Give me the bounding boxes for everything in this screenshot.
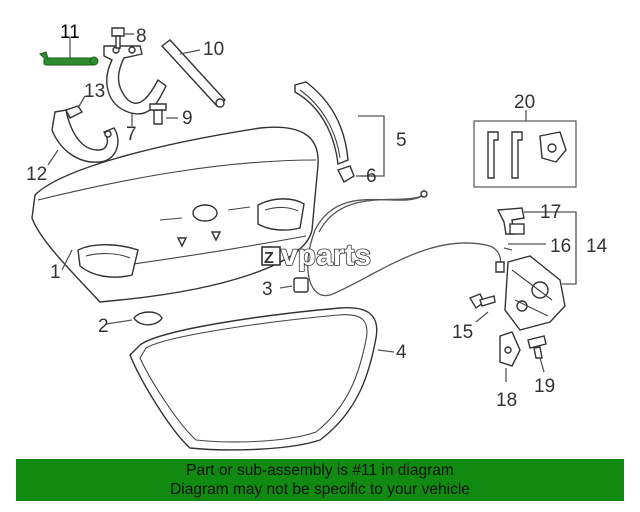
callout-3: 3 — [262, 279, 273, 300]
striker-18 — [499, 331, 521, 367]
banner-line-1: Part or sub-assembly is #11 in diagram — [186, 462, 454, 479]
trim-5 — [294, 81, 349, 165]
callout-17: 17 — [540, 202, 561, 223]
callout-15: 15 — [452, 322, 473, 343]
callout-12: 12 — [26, 164, 47, 185]
callout-2: 2 — [98, 316, 109, 337]
info-banner: Part or sub-assembly is #11 in diagram D… — [16, 459, 624, 501]
weatherstrip-4 — [129, 307, 378, 451]
logo-text: vparts — [281, 239, 371, 272]
callout-7: 7 — [126, 124, 137, 145]
cushion-19 — [527, 335, 547, 359]
callout-14: 14 — [586, 236, 608, 257]
grommet-2 — [133, 311, 163, 326]
callout-20: 20 — [514, 92, 535, 113]
clip-13 — [65, 105, 84, 119]
callout-4: 4 — [396, 342, 407, 363]
callout-5: 5 — [396, 130, 407, 151]
kit-box-20 — [473, 120, 577, 188]
callout-11: 11 — [60, 22, 80, 43]
bracket-12 — [51, 109, 119, 163]
callout-18: 18 — [496, 390, 517, 411]
bumper-3 — [293, 277, 309, 293]
callout-6: 6 — [366, 166, 377, 187]
latch-assembly-14 — [504, 255, 566, 331]
trunk-lid — [31, 126, 319, 303]
torsion-bar-part-11 — [39, 51, 99, 66]
callout-13: 13 — [84, 81, 105, 102]
trunk-strut — [160, 39, 227, 108]
callout-19: 19 — [534, 376, 555, 397]
release-cable-16 — [307, 190, 505, 297]
logo-mark: Z — [264, 250, 274, 267]
bolt-8 — [111, 27, 125, 49]
vparts-logo: Z vparts — [261, 238, 372, 273]
callout-9: 9 — [182, 108, 193, 129]
callout-16: 16 — [550, 236, 571, 257]
clip-6 — [337, 165, 355, 183]
callout-1: 1 — [50, 262, 61, 283]
callout-10: 10 — [203, 39, 224, 60]
leader-lines — [47, 33, 577, 382]
parts-diagram: 1 2 3 4 5 6 7 8 9 10 11 12 13 14 15 16 1… — [26, 22, 608, 451]
callout-numbers: 1 2 3 4 5 6 7 8 9 10 11 12 13 14 15 16 1… — [26, 22, 608, 411]
switch-17 — [496, 207, 525, 235]
bolt-9 — [149, 103, 167, 125]
bolt-15 — [468, 293, 496, 310]
banner-line-2: Diagram may not be specific to your vehi… — [170, 481, 470, 498]
callout-8: 8 — [136, 26, 147, 47]
